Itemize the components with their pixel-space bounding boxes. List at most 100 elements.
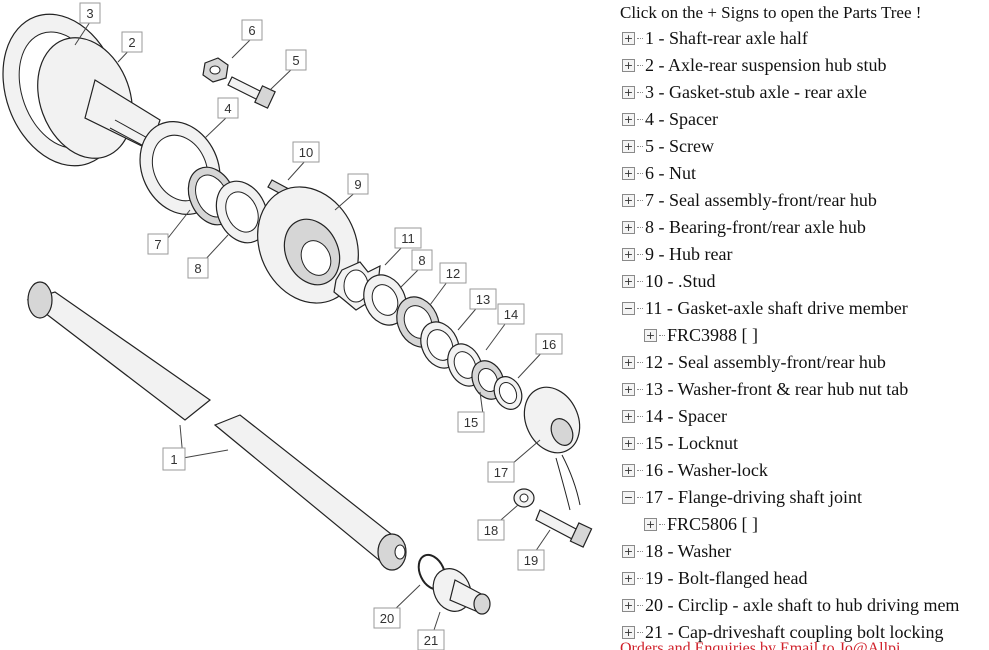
tree-item-label[interactable]: 1 - Shaft-rear axle half [645, 28, 808, 48]
tree-item-label[interactable]: 14 - Spacer [645, 406, 727, 426]
tree-item[interactable]: +1 - Shaft-rear axle half [620, 25, 989, 52]
tree-item[interactable]: +19 - Bolt-flanged head [620, 565, 989, 592]
plus-icon[interactable]: + [622, 383, 635, 396]
tree-item[interactable]: +2 - Axle-rear suspension hub stub [620, 52, 989, 79]
plus-icon[interactable]: + [622, 626, 635, 639]
callout-3[interactable]: 3 [79, 2, 101, 24]
tree-item[interactable]: −17 - Flange-driving shaft joint [620, 484, 989, 511]
tree-item[interactable]: +14 - Spacer [620, 403, 989, 430]
callout-17[interactable]: 17 [487, 461, 515, 483]
tree-item[interactable]: +8 - Bearing-front/rear axle hub [620, 214, 989, 241]
tree-subitem[interactable]: + FRC3988 [ ] [620, 322, 989, 349]
tree-connector [637, 254, 643, 255]
plus-icon[interactable]: + [622, 437, 635, 450]
callout-13[interactable]: 13 [469, 288, 497, 310]
plus-icon[interactable]: + [622, 356, 635, 369]
tree-item-label[interactable]: 6 - Nut [645, 163, 696, 183]
tree-item-label[interactable]: 7 - Seal assembly-front/rear hub [645, 190, 877, 210]
plus-icon[interactable]: + [622, 545, 635, 558]
plus-icon[interactable]: + [622, 140, 635, 153]
tree-connector [637, 497, 643, 498]
callout-6[interactable]: 6 [241, 19, 263, 41]
tree-item-label[interactable]: 12 - Seal assembly-front/rear hub [645, 352, 886, 372]
tree-item-label[interactable]: 15 - Locknut [645, 433, 738, 453]
tree-item-label[interactable]: FRC5806 [ ] [667, 514, 759, 534]
tree-connector [637, 416, 643, 417]
tree-item[interactable]: +16 - Washer-lock [620, 457, 989, 484]
tree-item-label[interactable]: 16 - Washer-lock [645, 460, 768, 480]
tree-item[interactable]: +18 - Washer [620, 538, 989, 565]
callout-1[interactable]: 1 [162, 447, 186, 471]
callout-20[interactable]: 20 [373, 607, 401, 629]
minus-icon[interactable]: − [622, 302, 635, 315]
callout-14[interactable]: 14 [497, 303, 525, 325]
tree-item-label[interactable]: 19 - Bolt-flanged head [645, 568, 808, 588]
tree-item-label[interactable]: 10 - .Stud [645, 271, 716, 291]
plus-icon[interactable]: + [622, 275, 635, 288]
callout-4[interactable]: 4 [217, 97, 239, 119]
tree-item[interactable]: +7 - Seal assembly-front/rear hub [620, 187, 989, 214]
callout-9[interactable]: 9 [347, 173, 369, 195]
plus-icon[interactable]: + [622, 32, 635, 45]
tree-item[interactable]: +3 - Gasket-stub axle - rear axle [620, 79, 989, 106]
callout-5[interactable]: 5 [285, 49, 307, 71]
callout-19[interactable]: 19 [517, 549, 545, 571]
plus-icon[interactable]: + [622, 410, 635, 423]
minus-icon[interactable]: − [622, 491, 635, 504]
plus-icon[interactable]: + [644, 329, 657, 342]
plus-icon[interactable]: + [622, 599, 635, 612]
tree-item[interactable]: −11 - Gasket-axle shaft drive member [620, 295, 989, 322]
tree-item[interactable]: +10 - .Stud [620, 268, 989, 295]
tree-item[interactable]: +5 - Screw [620, 133, 989, 160]
tree-item-label[interactable]: 11 - Gasket-axle shaft drive member [645, 298, 908, 318]
tree-subitem[interactable]: + FRC5806 [ ] [620, 511, 989, 538]
callout-7[interactable]: 7 [147, 233, 169, 255]
tree-item-label[interactable]: 9 - Hub rear [645, 244, 733, 264]
callout-16[interactable]: 16 [535, 333, 563, 355]
tree-item[interactable]: +12 - Seal assembly-front/rear hub [620, 349, 989, 376]
callout-8b[interactable]: 8 [411, 249, 433, 271]
tree-item-label[interactable]: 18 - Washer [645, 541, 732, 561]
plus-icon[interactable]: + [622, 113, 635, 126]
plus-icon[interactable]: + [622, 464, 635, 477]
tree-item-label[interactable]: 4 - Spacer [645, 109, 718, 129]
tree-item-label[interactable]: 3 - Gasket-stub axle - rear axle [645, 82, 867, 102]
plus-icon[interactable]: + [622, 86, 635, 99]
tree-item[interactable]: +15 - Locknut [620, 430, 989, 457]
callout-10[interactable]: 10 [292, 141, 320, 163]
callout-12[interactable]: 12 [439, 262, 467, 284]
leader-lines [74, 21, 551, 637]
tree-item[interactable]: +21 - Cap-driveshaft coupling bolt locki… [620, 619, 989, 646]
tree-item-label[interactable]: 21 - Cap-driveshaft coupling bolt lockin… [645, 622, 944, 642]
plus-icon[interactable]: + [644, 518, 657, 531]
tree-item[interactable]: +6 - Nut [620, 160, 989, 187]
tree-item-label[interactable]: 13 - Washer-front & rear hub nut tab [645, 379, 909, 399]
tree-item[interactable]: +20 - Circlip - axle shaft to hub drivin… [620, 592, 989, 619]
plus-icon[interactable]: + [622, 221, 635, 234]
tree-item-label[interactable]: 8 - Bearing-front/rear axle hub [645, 217, 866, 237]
orders-email-link[interactable]: Orders and Enquiries by Email to Jo@Allp… [620, 640, 901, 650]
callout-15[interactable]: 15 [457, 411, 485, 433]
tree-item[interactable]: +9 - Hub rear [620, 241, 989, 268]
tree-connector [637, 119, 643, 120]
tree-connector [637, 281, 643, 282]
part-hub-9 [257, 186, 359, 304]
tree-item-label[interactable]: FRC3988 [ ] [667, 325, 759, 345]
tree-item-label[interactable]: 20 - Circlip - axle shaft to hub driving… [645, 595, 960, 615]
callout-8a[interactable]: 8 [187, 257, 209, 279]
tree-item-label[interactable]: 17 - Flange-driving shaft joint [645, 487, 862, 507]
svg-text:9: 9 [354, 177, 361, 192]
tree-item-label[interactable]: 2 - Axle-rear suspension hub stub [645, 55, 887, 75]
tree-item-label[interactable]: 5 - Screw [645, 136, 714, 156]
plus-icon[interactable]: + [622, 194, 635, 207]
plus-icon[interactable]: + [622, 572, 635, 585]
tree-item[interactable]: +4 - Spacer [620, 106, 989, 133]
callout-21[interactable]: 21 [417, 629, 445, 650]
callout-11[interactable]: 11 [394, 227, 422, 249]
tree-item[interactable]: +13 - Washer-front & rear hub nut tab [620, 376, 989, 403]
callout-18[interactable]: 18 [477, 519, 505, 541]
plus-icon[interactable]: + [622, 248, 635, 261]
callout-2[interactable]: 2 [121, 31, 143, 53]
plus-icon[interactable]: + [622, 59, 635, 72]
plus-icon[interactable]: + [622, 167, 635, 180]
